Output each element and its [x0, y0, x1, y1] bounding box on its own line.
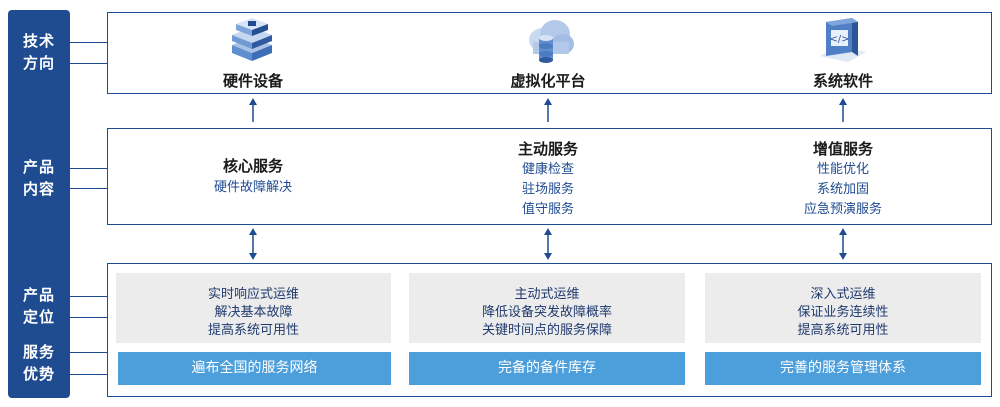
connector-line [70, 317, 107, 318]
content-item: 硬件故障解决 [213, 180, 292, 195]
content-item: 系统加固 [816, 182, 869, 197]
connector-line [70, 63, 107, 64]
sidebar-label-product-position: 产品定位 [22, 286, 55, 326]
svg-text:</>: </> [829, 34, 849, 45]
cloud-database-icon [529, 20, 574, 63]
position-line: 提高系统可用性 [797, 323, 889, 338]
position-line: 关键时间点的服务保障 [481, 323, 612, 338]
content-title-core: 核心服务 [222, 157, 283, 175]
sidebar-label-tech-direction: 技术方向 [22, 32, 55, 72]
double-arrow-icon [249, 228, 257, 260]
tech-label-hardware: 硬件设备 [222, 72, 283, 90]
content-title-value-added: 增值服务 [812, 140, 873, 158]
position-card: 主动式运维 降低设备突发故障概率 关键时间点的服务保障 [409, 273, 685, 343]
content-item: 性能优化 [816, 162, 869, 177]
content-item: 值守服务 [521, 202, 574, 217]
up-arrow-icon [249, 98, 257, 122]
position-line: 深入式运维 [810, 287, 876, 302]
up-arrow-icon [839, 98, 847, 122]
server-icon [232, 18, 272, 61]
position-line: 提高系统可用性 [207, 323, 299, 338]
connector-line [70, 374, 107, 375]
position-line: 主动式运维 [514, 287, 580, 302]
position-line: 实时响应式运维 [207, 287, 299, 302]
content-title-active: 主动服务 [517, 140, 578, 158]
tech-label-system-software: 系统软件 [812, 72, 873, 90]
advantage-bar: 完善的服务管理体系 [705, 352, 981, 385]
connector-line [70, 168, 107, 169]
connector-line [70, 42, 107, 43]
content-item: 驻场服务 [521, 182, 574, 197]
position-line: 降低设备突发故障概率 [481, 305, 612, 320]
tech-label-virtual-platform: 虚拟化平台 [510, 72, 586, 90]
sidebar-label-service-advantage: 服务优势 [22, 343, 55, 383]
connector-line [70, 352, 107, 353]
code-window-icon: </> [820, 18, 866, 62]
double-arrow-icon [839, 228, 847, 260]
double-arrow-icon [544, 228, 552, 260]
content-item: 应急预演服务 [803, 202, 882, 217]
advantage-bar: 遍布全国的服务网络 [118, 352, 391, 385]
advantage-bar: 完备的备件库存 [409, 352, 685, 385]
connector-line [70, 188, 107, 189]
position-card: 实时响应式运维 解决基本故障 提高系统可用性 [116, 273, 391, 343]
position-card: 深入式运维 保证业务连续性 提高系统可用性 [705, 273, 981, 343]
connector-line [70, 296, 107, 297]
position-line: 保证业务连续性 [797, 305, 889, 320]
category-sidebar [8, 10, 70, 398]
content-item: 健康检查 [521, 162, 574, 177]
product-content-panel [107, 128, 992, 225]
sidebar-label-product-content: 产品内容 [22, 158, 55, 198]
up-arrow-icon [544, 98, 552, 122]
position-line: 解决基本故障 [214, 305, 293, 320]
